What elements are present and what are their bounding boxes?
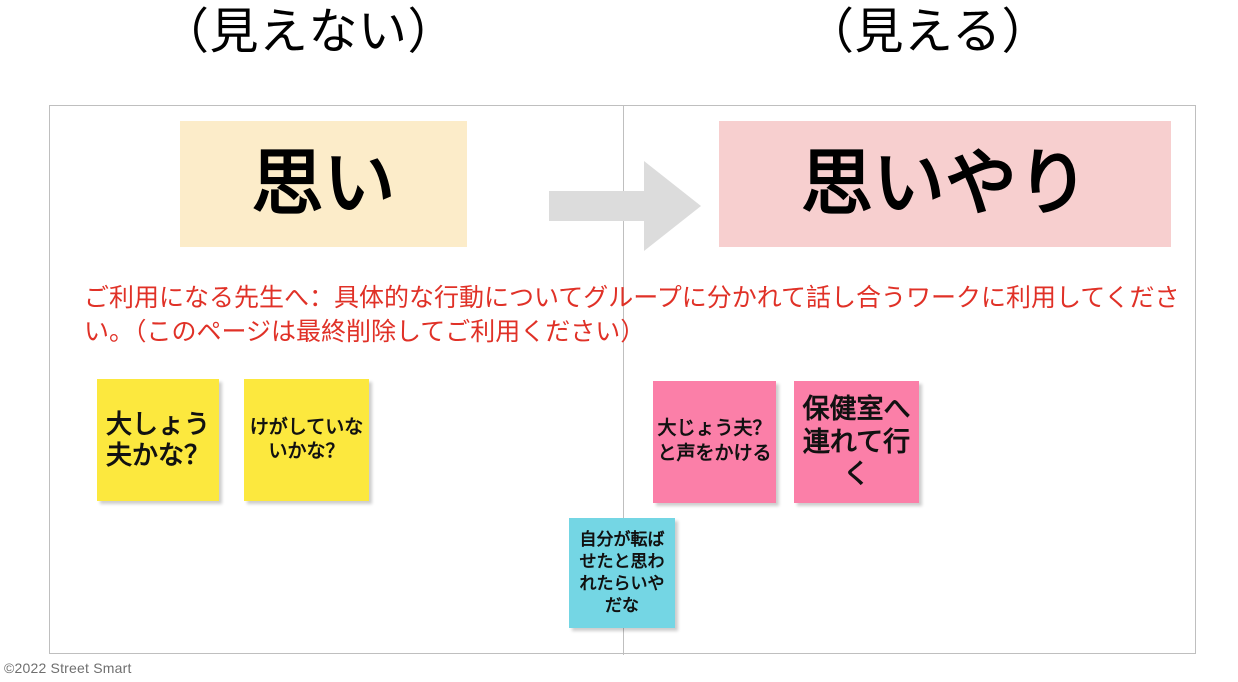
sticky-note-pink-1-text: 大じょう夫？と声をかける: [657, 418, 772, 464]
title-box-omoi: 思い: [180, 121, 467, 247]
sticky-note-pink-2-text: 保健室へ連れて行く: [802, 394, 911, 490]
copyright-footer: ©2022 Street Smart: [4, 660, 132, 676]
sticky-note-yellow-1[interactable]: 大しょう夫かな？: [97, 379, 219, 501]
title-box-omoiyari: 思いやり: [719, 121, 1171, 247]
column-divider: [623, 106, 624, 655]
content-frame: 思い 思いやり ご利用になる先生へ：具体的な行動についてグループに分かれて話し合…: [49, 105, 1196, 655]
right-arrow-icon: [549, 161, 701, 251]
sticky-note-pink-1[interactable]: 大じょう夫？と声をかける: [653, 381, 776, 503]
sticky-note-pink-2[interactable]: 保健室へ連れて行く: [794, 381, 919, 503]
sticky-note-blue-1-text: 自分が転ばせたと思われたらいやだな: [579, 529, 665, 616]
sticky-note-blue-1[interactable]: 自分が転ばせたと思われたらいやだな: [569, 518, 675, 628]
sticky-note-yellow-2-text: けがしていないかな？: [249, 417, 364, 462]
column-header-visible: （見える）: [805, 5, 1052, 59]
title-box-omoi-label: 思い: [251, 144, 396, 224]
sticky-note-yellow-2[interactable]: けがしていないかな？: [244, 379, 369, 501]
sticky-note-yellow-1-text: 大しょう夫かな？: [105, 409, 210, 470]
title-box-omoiyari-label: 思いやり: [800, 144, 1089, 224]
instruction-note: ご利用になる先生へ：具体的な行動についてグループに分かれて話し合うワークに利用し…: [84, 284, 1180, 346]
column-header-invisible: （見えない）: [160, 5, 458, 59]
